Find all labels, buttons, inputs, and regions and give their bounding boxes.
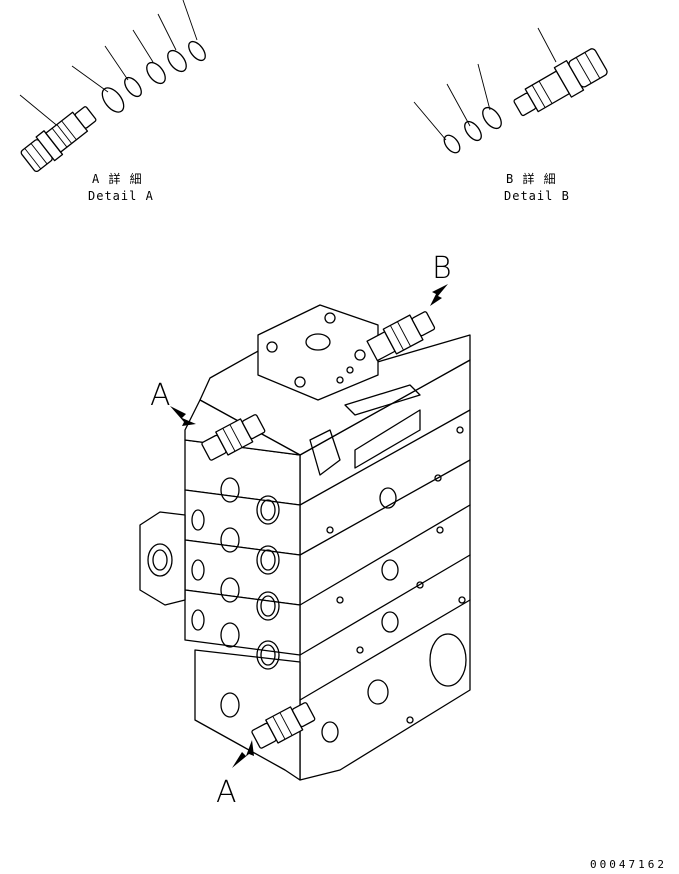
right-face-ports <box>321 426 467 743</box>
relief-valve-a-lower <box>251 702 316 749</box>
view-arrow-a-upper: A <box>150 378 196 426</box>
detail-a-o-rings <box>101 40 206 113</box>
detail-a-leader-lines <box>19 0 198 129</box>
view-arrow-b: B <box>430 251 452 306</box>
detail-b-group: B 詳 細 Detail B <box>413 27 608 203</box>
section-front-ports <box>191 477 280 718</box>
arrow-a-lower-icon <box>232 740 254 768</box>
view-label-a-upper: A <box>150 378 171 413</box>
side-port-hole <box>147 543 173 577</box>
detail-b-valve-cartridge <box>513 48 608 117</box>
detail-b-caption-jp: B 詳 細 <box>506 171 557 186</box>
view-label-a-lower: A <box>216 775 237 810</box>
drawing-code: 00047162 <box>590 858 667 871</box>
arrow-a-upper-icon <box>170 406 196 426</box>
valve-section-bottom <box>194 649 301 781</box>
detail-b-leader-lines <box>413 27 557 141</box>
relief-valve-b <box>366 311 436 362</box>
detail-a-group: A 詳 細 Detail A <box>19 0 206 203</box>
top-cover-port <box>305 333 331 351</box>
top-cover-plate <box>257 304 379 401</box>
detail-a-valve-cartridge <box>20 106 97 173</box>
valve-section-lines <box>299 409 471 701</box>
valve-side-port-block <box>139 511 186 606</box>
view-arrow-a-lower: A <box>216 740 254 810</box>
upper-block-slot <box>309 429 341 476</box>
arrow-b-icon <box>430 284 448 306</box>
detail-a-caption-jp: A 詳 細 <box>92 171 143 186</box>
view-label-b: B <box>432 251 452 286</box>
detail-b-o-rings <box>443 106 502 154</box>
detail-b-caption-en: Detail B <box>504 189 570 203</box>
control-valve-assembly <box>139 304 471 781</box>
relief-valve-a-upper <box>201 414 266 461</box>
detail-a-caption-en: Detail A <box>88 189 154 203</box>
